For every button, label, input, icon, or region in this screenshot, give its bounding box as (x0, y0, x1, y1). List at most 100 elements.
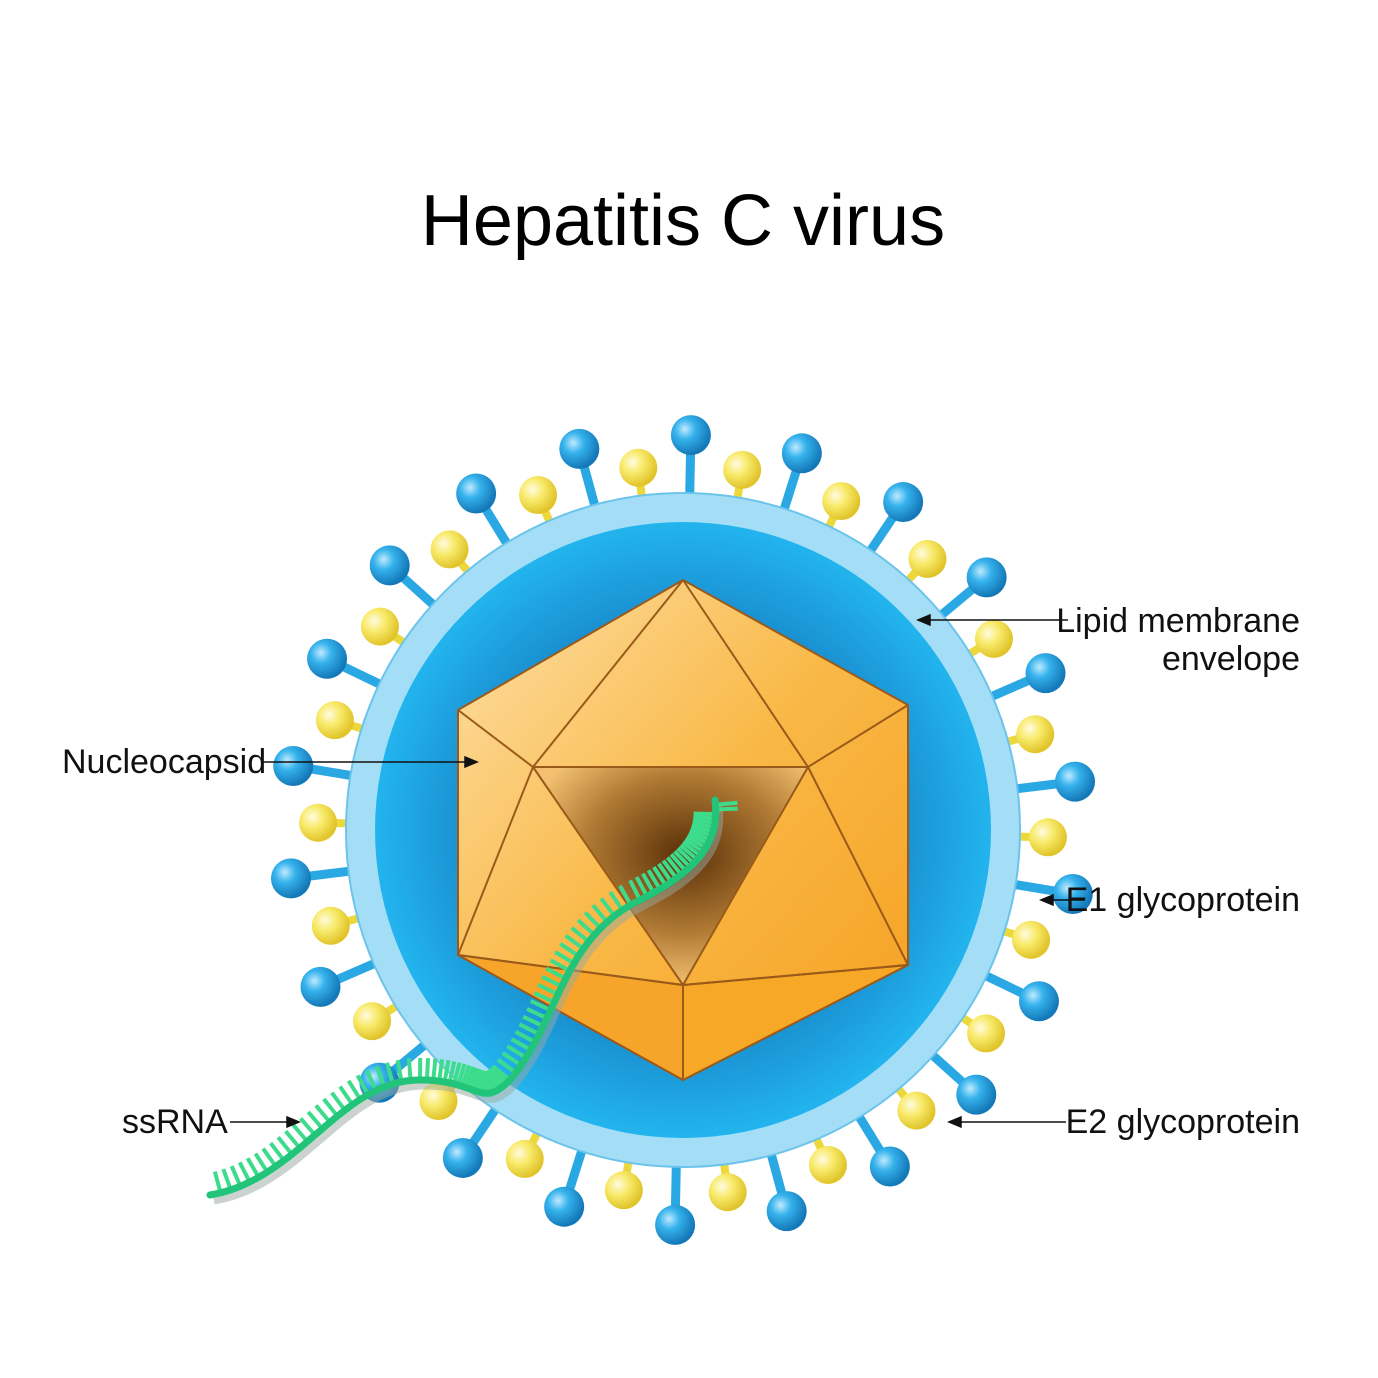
rna-base (514, 1030, 536, 1044)
rna-base (522, 1014, 544, 1029)
rna-base (692, 820, 715, 830)
rna-base (669, 853, 688, 873)
rna-base (679, 843, 699, 862)
rna-base (634, 876, 649, 898)
rna-base (537, 983, 559, 997)
glycoprotein-spikes (270, 415, 1096, 1245)
e2-glycoprotein (369, 545, 441, 613)
e2-glycoprotein (925, 1047, 997, 1115)
e1-glycoprotein (901, 539, 947, 588)
rna-base (691, 823, 714, 834)
rna-base (576, 918, 596, 937)
e2-glycoprotein (273, 745, 359, 786)
rna-base (253, 1152, 270, 1174)
rna-base (652, 865, 668, 887)
rna-base (269, 1141, 286, 1162)
rna-base (365, 1069, 378, 1092)
rna-base (618, 884, 633, 906)
e2-glycoprotein (978, 969, 1059, 1022)
rna-base (641, 872, 656, 894)
rna-base (261, 1147, 278, 1168)
rna-base (688, 829, 711, 842)
rna-base (485, 1069, 502, 1090)
e2-glycoprotein (655, 1159, 696, 1245)
e2-glycoprotein (1009, 761, 1096, 802)
nucleocapsid (457, 579, 909, 1081)
rna-base (431, 1058, 438, 1081)
e2-glycoprotein (442, 1101, 503, 1178)
rna-base (559, 942, 580, 958)
label-e1-glycoprotein: E1 glycoprotein (1066, 881, 1300, 919)
e2-glycoprotein (544, 1143, 589, 1227)
rna-base (518, 1022, 541, 1036)
label-e2-glycoprotein: E2 glycoprotein (1066, 1103, 1300, 1141)
rna-base (526, 1007, 548, 1021)
rna-base (541, 974, 563, 989)
label-nucleocapsid: Nucleocapsid (62, 743, 266, 781)
rna-base (608, 890, 624, 912)
rna-base (490, 1065, 508, 1085)
e2-glycoprotein (270, 858, 357, 899)
rna-base (491, 1064, 512, 1082)
rna-base (690, 826, 713, 838)
e1-glycoprotein (430, 530, 476, 579)
rna-base (715, 800, 738, 807)
ssrna-strand (206, 796, 738, 1205)
rna-base (338, 1085, 355, 1106)
rna-base (676, 846, 696, 865)
rna-base (385, 1062, 395, 1085)
rna-base (646, 869, 662, 891)
rna-base (591, 904, 609, 924)
rna-base (554, 950, 576, 966)
rna-base (452, 1062, 462, 1085)
e1-glycoprotein (954, 1010, 1006, 1053)
rna-base (657, 862, 673, 884)
rna-base (299, 1117, 317, 1137)
diagram-title: Hepatitis C virus (421, 181, 945, 261)
rna-base (665, 856, 683, 876)
rna-base (314, 1104, 332, 1124)
rna-base (306, 1110, 325, 1130)
e1-glycoprotein (1012, 818, 1067, 857)
rna-base (467, 1067, 479, 1090)
rna-backbone (206, 796, 720, 1199)
rna-base (693, 814, 716, 821)
rna-base (284, 1129, 302, 1150)
rna-base (355, 1074, 370, 1096)
rna-base (683, 837, 705, 854)
e1-glycoprotein (299, 803, 354, 842)
e2-glycoprotein (777, 433, 822, 517)
rna-base (237, 1161, 252, 1183)
e2-glycoprotein (863, 482, 924, 559)
rna-base (291, 1123, 309, 1143)
e2-glycoprotein (300, 956, 382, 1007)
rna-base (245, 1157, 261, 1179)
e1-glycoprotein (890, 1081, 936, 1130)
rna-base (715, 806, 738, 812)
rna-base (346, 1079, 362, 1101)
rna-base (681, 840, 702, 858)
rna-base (229, 1165, 243, 1188)
rna-base (395, 1059, 404, 1083)
rna-base (583, 911, 602, 930)
e1-glycoprotein (360, 607, 412, 650)
rna-base (673, 849, 692, 869)
rna-base (322, 1097, 340, 1118)
rna-base (545, 966, 567, 981)
rna-base (564, 934, 585, 951)
rna-base (501, 1051, 523, 1067)
rna-base (472, 1069, 484, 1092)
label-arrows (230, 613, 1085, 1129)
rna-base (496, 1058, 517, 1075)
label-envelope: envelope (1162, 640, 1300, 678)
e2-glycoprotein (670, 415, 711, 501)
rna-base (599, 897, 617, 918)
e1-glycoprotein (962, 619, 1013, 661)
rna-base (406, 1058, 413, 1081)
e2-glycoprotein (851, 1108, 910, 1187)
rna-base (506, 1044, 528, 1060)
rna-base (510, 1037, 532, 1052)
rna-base (687, 832, 709, 846)
e2-glycoprotein (307, 638, 388, 691)
